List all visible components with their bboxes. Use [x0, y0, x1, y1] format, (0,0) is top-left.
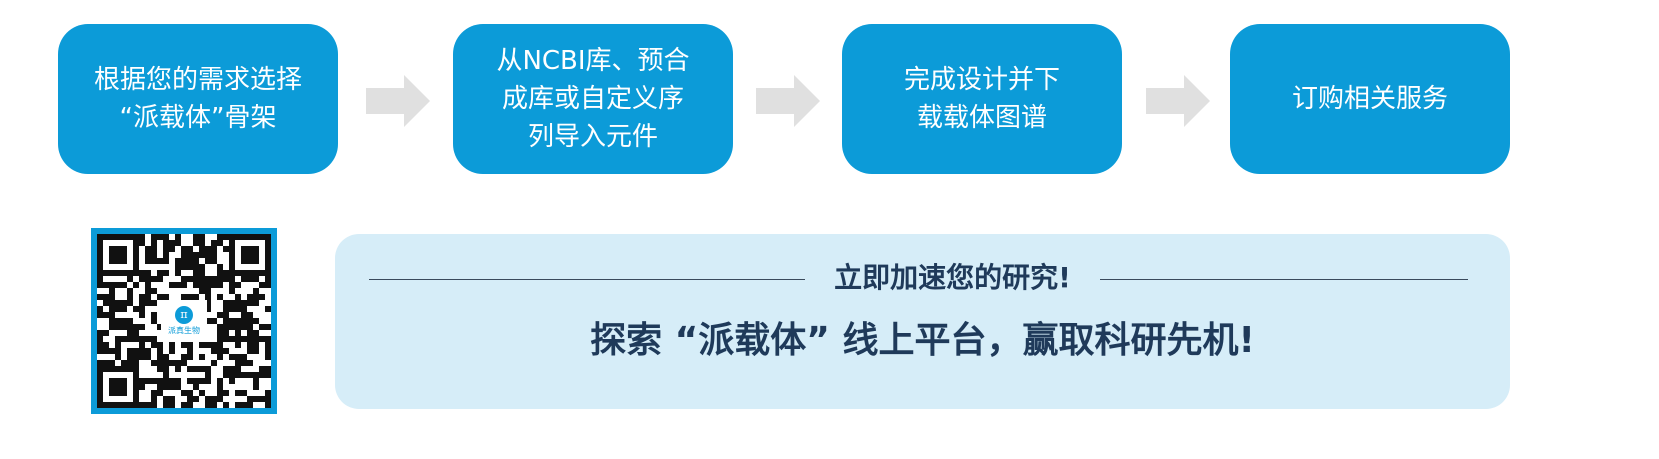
promo-headline: 探索 “派载体” 线上平台，赢取科研先机! — [590, 320, 1255, 361]
divider-left — [369, 279, 805, 280]
step-select-backbone[interactable]: 根据您的需求选择 “派载体”骨架 — [58, 24, 338, 174]
step-1-line-2: “派载体”骨架 — [119, 103, 277, 133]
step-2-line-3: 列导入元件 — [527, 122, 658, 152]
promo-banner: 立即加速您的研究! 探索 “派载体” 线上平台，赢取科研先机! — [335, 234, 1510, 409]
step-download-map[interactable]: 完成设计并下 载载体图谱 — [842, 24, 1122, 174]
step-4-line-1: 订购相关服务 — [1291, 84, 1448, 114]
step-import-elements[interactable]: 从NCBI库、预合 成库或自定义序 列导入元件 — [453, 24, 733, 174]
qr-code[interactable]: π 派真生物 — [91, 228, 277, 414]
step-3-line-2: 载载体图谱 — [916, 103, 1047, 133]
promo-subtitle: 立即加速您的研究! — [834, 261, 1071, 294]
qr-logo: π 派真生物 — [161, 300, 207, 342]
step-3-line-1: 完成设计并下 — [903, 65, 1060, 95]
step-order-services[interactable]: 订购相关服务 — [1230, 24, 1510, 174]
arrow-right-icon — [756, 75, 820, 127]
step-2-line-1: 从NCBI库、预合 — [496, 46, 690, 76]
brand-logo-icon: π — [175, 306, 193, 324]
qr-code-inner: π 派真生物 — [97, 234, 271, 408]
arrow-right-icon — [366, 75, 430, 127]
step-1-line-1: 根据您的需求选择 — [93, 65, 302, 95]
step-2-line-2: 成库或自定义序 — [501, 84, 684, 114]
arrow-right-icon — [1146, 75, 1210, 127]
qr-logo-text: 派真生物 — [168, 326, 200, 335]
divider-right — [1100, 279, 1468, 280]
qr-code-pattern — [97, 234, 271, 408]
